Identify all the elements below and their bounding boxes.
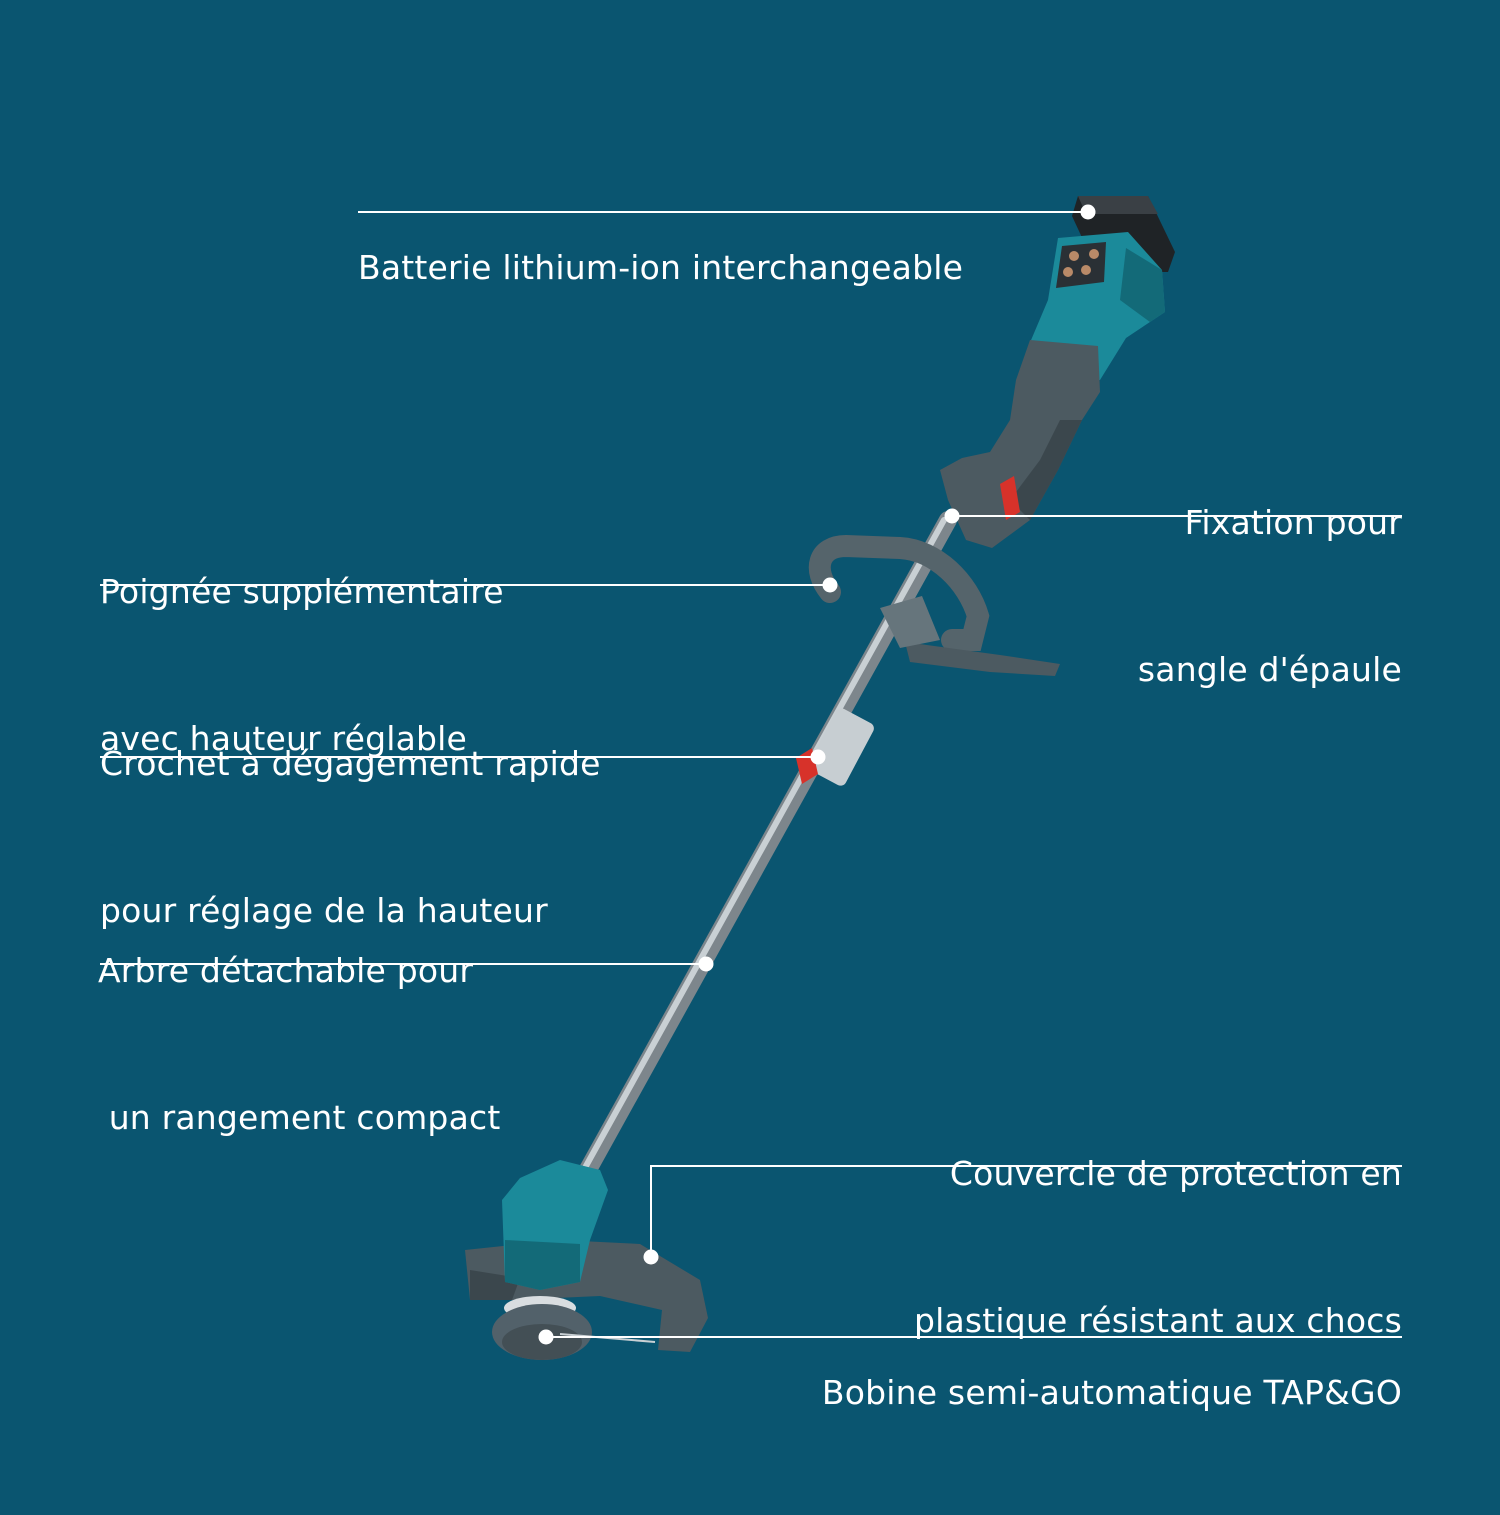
panel-button-4: [1081, 265, 1091, 275]
cutting-line: [559, 1333, 656, 1343]
callout-shaft: Arbre détachable pour un rangement compa…: [98, 848, 501, 1240]
callout-handle: Poignée supplémentaire avec hauteur régl…: [100, 469, 504, 861]
callout-handle-line-1: Poignée supplémentaire: [100, 572, 504, 611]
callout-battery: Batterie lithium-ion interchangeable: [358, 145, 963, 390]
leader-line-shaft: [100, 963, 706, 965]
callout-cover-line-2: plastique résistant aux chocs: [913, 1301, 1402, 1340]
leader-dot-cover: [643, 1249, 659, 1265]
leader-line-cover-horizontal: [650, 1165, 1402, 1167]
control-panel: [1056, 242, 1106, 288]
callout-spool: Bobine semi-automatique TAP&GO: [822, 1270, 1402, 1515]
leader-dot-hook: [810, 749, 826, 765]
trimmer-head-motor-shade: [505, 1240, 580, 1290]
motor-housing-shade: [1120, 248, 1165, 322]
panel-button-3: [1063, 267, 1073, 277]
battery-top-face: [1078, 196, 1158, 214]
handle-clamp: [880, 596, 940, 648]
leader-line-battery: [358, 211, 1088, 213]
callout-shaft-line-2: un rangement compact: [98, 1098, 501, 1137]
callout-cover-line-1: Couvercle de protection en: [949, 1154, 1402, 1193]
trimmer-shaft-highlight: [578, 517, 947, 1178]
leader-line-hook: [100, 756, 818, 758]
rear-grip: [940, 340, 1100, 548]
leader-line-spool: [546, 1336, 1402, 1338]
leader-line-handle: [100, 584, 830, 586]
callout-battery-line-1: Batterie lithium-ion interchangeable: [358, 248, 964, 287]
callout-strap-line-1: Fixation pour: [1184, 503, 1402, 542]
leader-dot-spool: [538, 1329, 554, 1345]
callout-hook-line-2: pour réglage de la hauteur: [100, 891, 548, 930]
callout-cover: Couvercle de protection en plastique rés…: [914, 1051, 1402, 1443]
auxiliary-handle-lever: [905, 642, 1060, 676]
leader-dot-shaft: [698, 956, 714, 972]
callout-strap-line-2: sangle d'épaule: [1137, 650, 1402, 689]
leader-dot-battery: [1080, 204, 1096, 220]
callout-handle-line-2: avec hauteur réglable: [100, 719, 468, 758]
callout-shaft-line-1: Arbre détachable pour: [98, 951, 474, 990]
leader-dot-strap: [944, 508, 960, 524]
leader-dot-handle: [822, 577, 838, 593]
trigger-red: [1000, 476, 1020, 520]
callout-hook-line-1: Crochet à dégagement rapide: [100, 744, 601, 783]
callout-spool-line-1: Bobine semi-automatique TAP&GO: [821, 1373, 1402, 1412]
leader-line-cover-vertical: [650, 1165, 652, 1257]
shaft-coupler: [808, 708, 874, 786]
rear-grip-shade: [1010, 420, 1082, 520]
panel-button-2: [1089, 249, 1099, 259]
callout-strap: Fixation pour sangle d'épaule: [1138, 400, 1402, 792]
leader-line-strap: [952, 515, 1402, 517]
auxiliary-handle-loop: [808, 534, 990, 651]
callout-hook: Crochet à dégagement rapide pour réglage…: [100, 641, 601, 1033]
trimmer-shaft: [576, 511, 957, 1184]
panel-button-1: [1069, 251, 1079, 261]
